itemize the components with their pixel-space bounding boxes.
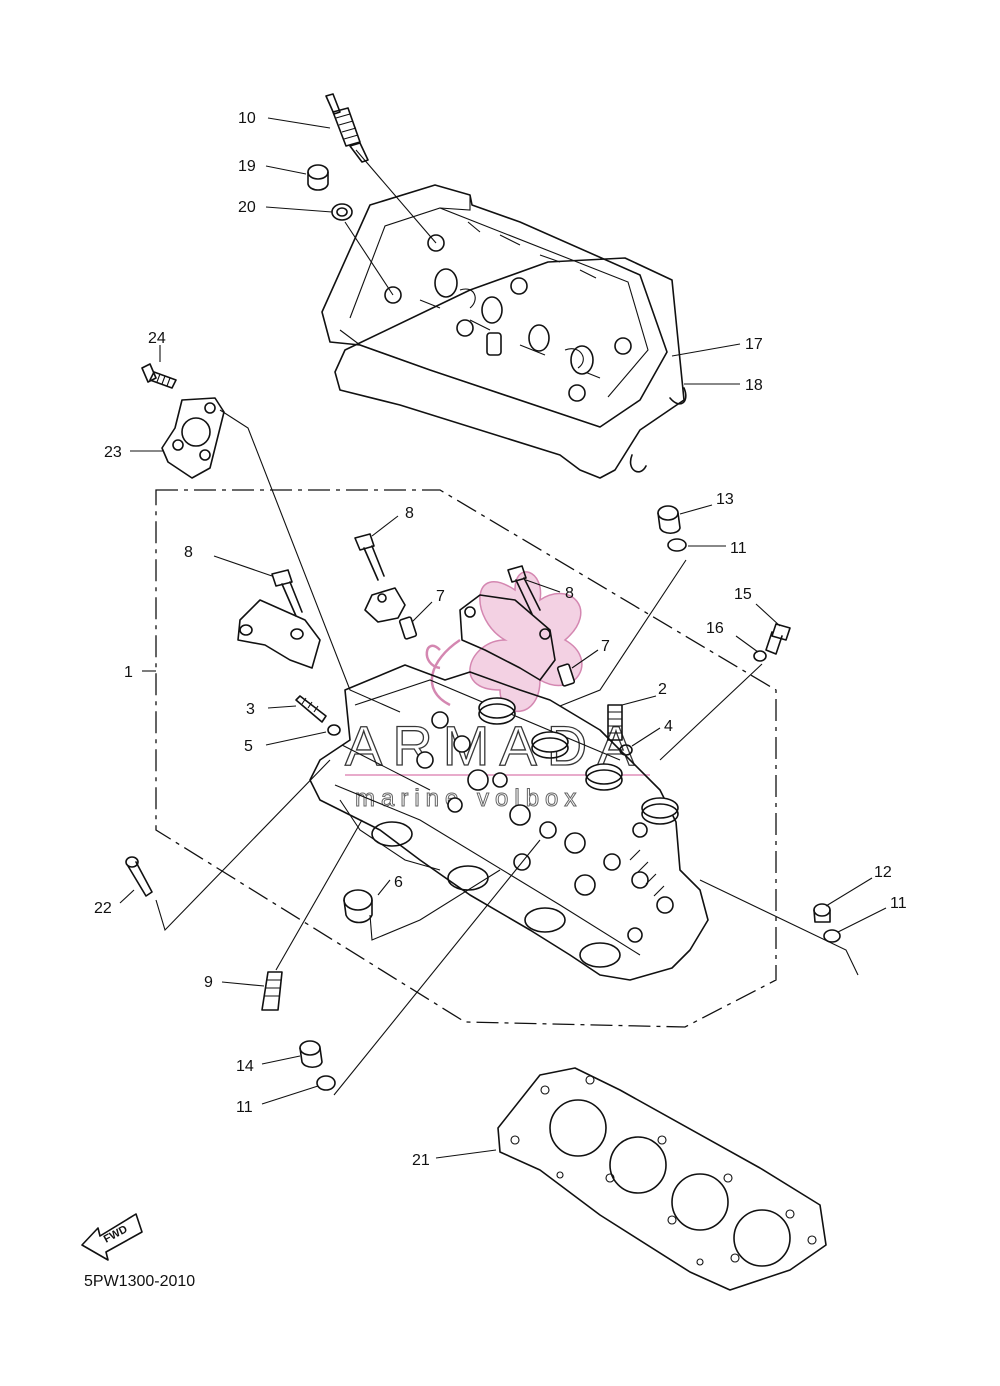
spark-plug — [325, 93, 369, 163]
callout-24: 24 — [148, 330, 166, 347]
callout-7-left: 7 — [436, 588, 445, 605]
cam-caps — [237, 587, 576, 687]
fwd-label: FWD — [102, 1223, 130, 1245]
assembly-outline — [155, 489, 777, 1028]
head-gasket — [497, 1067, 827, 1291]
cam-cap-bolts — [271, 533, 541, 617]
callout-2: 2 — [658, 681, 667, 698]
callout-19: 19 — [238, 158, 256, 175]
callout-11-top: 11 — [730, 540, 747, 557]
callout-8-middle: 8 — [405, 505, 414, 522]
callout-3: 3 — [246, 701, 255, 718]
callout-11-right: 11 — [890, 895, 907, 912]
valve-cover — [321, 184, 687, 479]
callout-4: 4 — [664, 718, 673, 735]
callout-6: 6 — [394, 874, 403, 891]
callout-15: 15 — [734, 586, 752, 603]
callout-18: 18 — [745, 377, 763, 394]
callout-9: 9 — [204, 974, 213, 991]
callout-labels: 10 19 20 17 18 24 23 13 11 8 8 8 7 7 15 … — [94, 110, 907, 1169]
callout-14: 14 — [236, 1058, 254, 1075]
callout-1: 1 — [124, 664, 133, 681]
callout-22: 22 — [94, 900, 112, 917]
watermark-tagline: marine volbox — [355, 785, 582, 812]
callout-17: 17 — [745, 336, 763, 353]
callout-20: 20 — [238, 199, 256, 216]
bracket-and-bolt — [141, 363, 225, 479]
fwd-arrow: FWD — [81, 1213, 143, 1261]
leader-lines — [119, 117, 887, 1159]
callout-12: 12 — [874, 864, 892, 881]
callout-21: 21 — [412, 1152, 430, 1169]
callout-10: 10 — [238, 110, 256, 127]
watermark-flower-logo — [425, 571, 583, 713]
callout-5: 5 — [244, 738, 253, 755]
callout-23: 23 — [104, 444, 122, 461]
small-parts — [125, 505, 841, 1091]
diagram-code: 5PW1300-2010 — [84, 1273, 195, 1290]
cover-bolt-and-washer — [307, 164, 353, 221]
cylinder-head — [309, 664, 709, 981]
callout-8-left: 8 — [184, 544, 193, 561]
callout-16: 16 — [706, 620, 724, 637]
callout-13: 13 — [716, 491, 734, 508]
armada-watermark: ARMADA marine volbox — [344, 571, 650, 813]
callout-7-right: 7 — [601, 638, 610, 655]
callout-11-bottom: 11 — [236, 1099, 253, 1116]
callout-8-right: 8 — [565, 585, 574, 602]
